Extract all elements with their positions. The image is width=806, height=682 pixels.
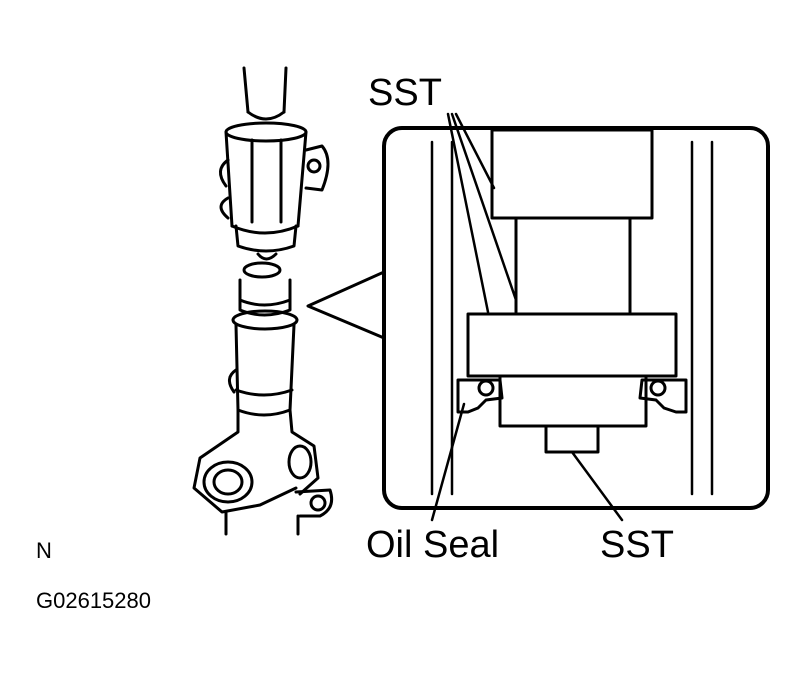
callout-pointer	[306, 270, 386, 340]
detail-frame	[382, 126, 770, 510]
oil-seal-left	[456, 378, 504, 414]
steering-housing	[192, 261, 334, 536]
sst-bottom-label: SST	[600, 524, 674, 566]
sst-top-leaders	[446, 112, 518, 314]
sst-top-label: SST	[368, 72, 442, 114]
oil-seal-right	[638, 378, 688, 414]
view-code-label: N	[36, 538, 52, 563]
detail-sst-tools	[466, 128, 678, 454]
upper-tool-holder	[219, 121, 330, 261]
figure-code-label: G02615280	[36, 588, 151, 613]
oil-seal-label: Oil Seal	[366, 524, 500, 566]
sst-bottom-leader	[570, 450, 624, 522]
press-tool-shaft	[242, 66, 288, 121]
oil-seal-leader	[430, 402, 466, 522]
detail-bore-walls	[430, 140, 714, 496]
